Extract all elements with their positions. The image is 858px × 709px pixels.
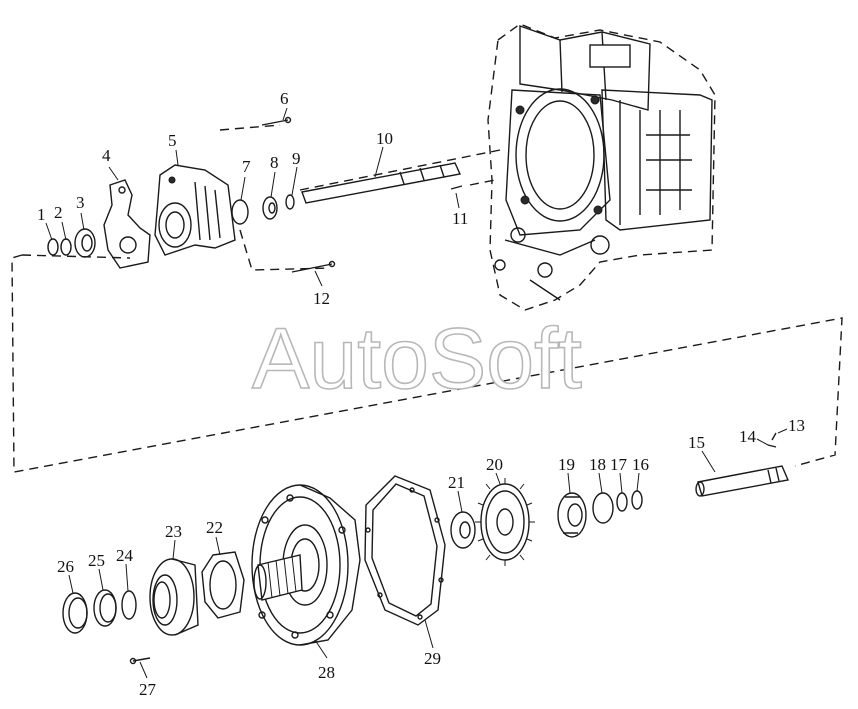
part-12-bolt [291,260,336,273]
part-9-ring [285,194,295,210]
part-number-labels: 1 2 3 4 5 6 7 8 9 10 11 12 13 14 15 16 1… [37,89,805,699]
part-1-o-ring [47,238,59,256]
part-24-o-ring [121,590,137,620]
part-label-26: 26 [57,557,74,576]
watermark-text: AutoSoft [252,311,582,407]
part-label-16: 16 [632,455,649,474]
part-label-10: 10 [376,129,393,148]
part-label-2: 2 [54,203,63,222]
part-label-12: 12 [313,289,330,308]
part-14-ring [767,444,777,448]
part-21-bearing [450,511,476,549]
part-29-gasket [364,475,446,626]
part-8-bearing [262,196,278,220]
part-22-gasket [201,551,245,619]
part-label-1: 1 [37,205,46,224]
part-label-20: 20 [486,455,503,474]
part-label-19: 19 [558,455,575,474]
part-label-7: 7 [242,157,251,176]
part-28-cover [251,484,361,646]
leader-lines [45,107,788,679]
part-3-bearing [74,228,96,258]
part-2-o-ring [60,238,72,256]
part-label-3: 3 [76,193,85,212]
part-label-5: 5 [168,131,177,150]
part-label-22: 22 [206,518,223,537]
part-20-gear [475,478,535,566]
part-19-bearing [557,492,587,538]
part-10-shaft [301,162,462,204]
part-15-output-shaft [695,465,789,497]
part-26-seal [62,592,88,634]
part-label-17: 17 [610,455,628,474]
part-4-gasket [103,179,151,269]
part-25-bushing [93,589,117,627]
part-label-25: 25 [88,551,105,570]
transmission-housing [487,23,716,311]
part-label-11: 11 [452,209,468,228]
part-label-6: 6 [280,89,289,108]
part-label-13: 13 [788,416,805,435]
part-label-15: 15 [688,433,705,452]
part-label-9: 9 [292,149,301,168]
part-7-seal-ring [231,199,249,225]
part-label-18: 18 [589,455,606,474]
part-label-23: 23 [165,522,182,541]
part-18-washer [592,492,614,524]
part-11-key [450,185,463,190]
part-16-o-ring [631,490,643,510]
part-label-14: 14 [739,427,757,446]
part-label-27: 27 [139,680,157,699]
part-label-4: 4 [102,146,111,165]
part-label-21: 21 [448,473,465,492]
part-label-29: 29 [424,649,441,668]
part-6-bolt [261,116,292,126]
part-23-flange [149,558,199,636]
part-13-pin [771,432,777,441]
part-27-bolt [129,657,151,665]
part-label-28: 28 [318,663,335,682]
part-label-24: 24 [116,546,134,565]
part-5-pump-housing [154,164,236,256]
part-label-8: 8 [270,153,279,172]
part-17-o-ring [616,492,628,512]
assembly-outline [11,124,843,473]
